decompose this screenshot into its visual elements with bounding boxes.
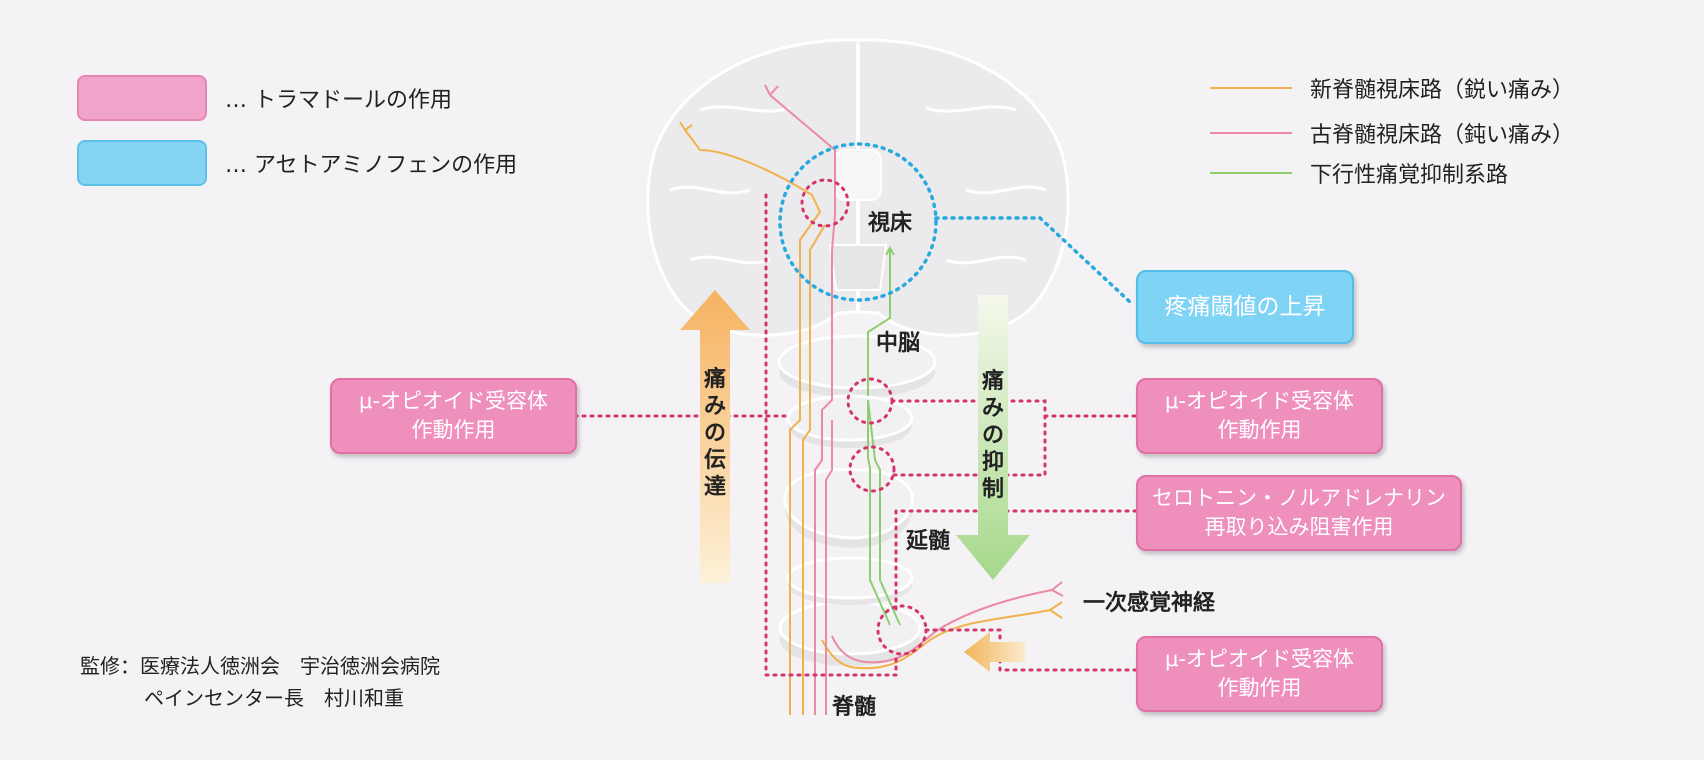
threshold-text: 疼痛閾値の上昇 <box>1164 293 1326 320</box>
acetaminophen-swatch <box>77 140 207 186</box>
threshold-box: 疼痛閾値の上昇 <box>1136 270 1354 344</box>
tramadol-sites <box>573 178 1138 677</box>
mu-right-top-line2: 作動作用 <box>1217 418 1302 442</box>
snri-box: セロトニン・ノルアドレナリン 再取り込み阻害作用 <box>1136 475 1462 551</box>
credit-line1: 監修：医療法人徳洲会 宇治徳洲会病院 <box>80 654 440 678</box>
legend-tramadol: … トラマドールの作用 <box>77 75 452 121</box>
descending-inhibitory-tract <box>867 245 901 626</box>
mu-opioid-box-left: μ-オピオイド受容体 作動作用 <box>330 378 577 454</box>
stimulus-arrow <box>964 632 1025 672</box>
legend-descending-label: 下行性痛覚抑制系路 <box>1310 163 1509 188</box>
legend-tramadol-label: … トラマドールの作用 <box>225 88 452 113</box>
legend-paleospinothalamic-label: 古脊髄視床路（鈍い痛み） <box>1310 123 1575 148</box>
spinal-cord-label: 脊髄 <box>832 695 877 720</box>
mu-right-top-line1: μ-オピオイド受容体 <box>1165 389 1354 413</box>
mu-opioid-box-right-bottom: μ-オピオイド受容体 作動作用 <box>1136 636 1383 712</box>
orange-line-swatch <box>1210 87 1292 89</box>
neospinothalamic-tract <box>679 121 1063 715</box>
green-line-swatch <box>1210 172 1292 174</box>
mu-left-line1: μ-オピオイド受容体 <box>359 389 548 413</box>
credit-line2: ペインセンター長 村川和重 <box>144 686 404 710</box>
paleospinothalamic-tract <box>764 84 1064 715</box>
mu-right-bottom-line2: 作動作用 <box>1217 676 1302 700</box>
medulla-label: 延髄 <box>906 529 951 554</box>
legend-acetaminophen: … アセトアミノフェンの作用 <box>77 140 517 186</box>
thalamus-label: 視床 <box>868 211 913 236</box>
pain-inhibition-arrow <box>956 295 1030 580</box>
midbrain-label: 中脳 <box>876 331 921 356</box>
legend-acetaminophen-label: … アセトアミノフェンの作用 <box>225 153 518 178</box>
spinal-cord-slice <box>778 556 922 666</box>
snri-line2: 再取り込み阻害作用 <box>1204 515 1394 539</box>
pink-line-swatch <box>1210 132 1292 134</box>
transmission-label: 痛みの伝達 <box>703 367 726 500</box>
supervision-credit: 監修：医療法人徳洲会 宇治徳洲会病院 ペインセンター長 村川和重 <box>80 650 440 714</box>
legend-neospinothalamic: 新脊髄視床路（鋭い痛み） <box>1210 72 1574 104</box>
legend-neospinothalamic-label: 新脊髄視床路（鋭い痛み） <box>1310 78 1575 103</box>
snri-line1: セロトニン・ノルアドレナリン <box>1152 486 1446 510</box>
mu-left-line2: 作動作用 <box>411 418 496 442</box>
legend-paleospinothalamic: 古脊髄視床路（鈍い痛み） <box>1210 117 1574 149</box>
legend-descending: 下行性痛覚抑制系路 <box>1210 157 1508 189</box>
brain-illustration <box>646 38 1070 337</box>
mu-opioid-box-right-top: μ-オピオイド受容体 作動作用 <box>1136 378 1383 454</box>
pain-transmission-arrow <box>680 290 750 583</box>
acetaminophen-site <box>778 142 1132 304</box>
mu-right-bottom-line1: μ-オピオイド受容体 <box>1165 647 1354 671</box>
primary-neuron-label: 一次感覚神経 <box>1083 591 1216 616</box>
inhibition-label: 痛みの抑制 <box>981 369 1004 502</box>
midbrain-slices <box>777 334 937 448</box>
tramadol-swatch <box>77 75 207 121</box>
